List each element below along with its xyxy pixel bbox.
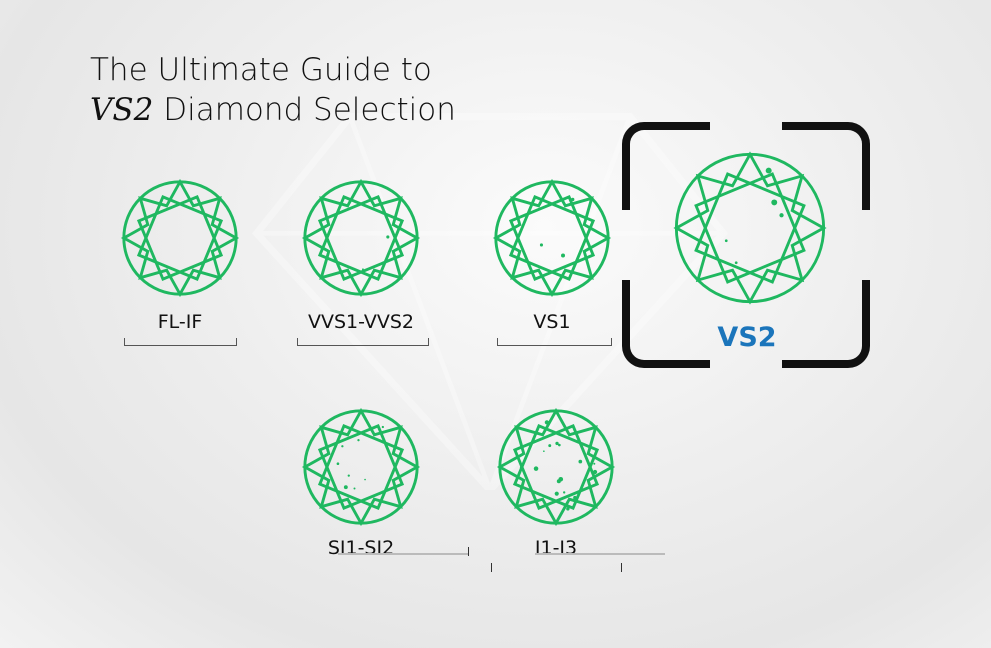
bracket (497, 338, 612, 346)
inclusion-dot (566, 507, 570, 511)
tick (491, 563, 492, 572)
bracket (297, 338, 429, 346)
inclusion-dot (539, 243, 543, 247)
tick (468, 547, 469, 556)
inclusion-dot (336, 462, 340, 466)
inclusion-dot (561, 253, 566, 258)
inclusion-dot (341, 445, 344, 448)
title-emphasis: VS2 (90, 92, 154, 128)
inclusion-dot (544, 420, 549, 425)
inclusion-dot (592, 469, 598, 475)
grade-label-vs1: VS1 (533, 311, 571, 333)
tick (621, 563, 622, 572)
grade-label-fl-if: FL-IF (157, 311, 203, 333)
inclusion-dot (548, 444, 552, 448)
diamond-icon-si (301, 407, 421, 527)
inclusion-dot (533, 466, 539, 471)
inclusion-dot (555, 441, 559, 446)
diamond-icon-fl-if (120, 178, 240, 298)
inclusion-dot (381, 425, 384, 429)
divider-line (535, 553, 665, 555)
inclusion-dot (353, 487, 356, 490)
inclusion-dot (386, 235, 390, 239)
inclusion-dot (343, 485, 348, 490)
inclusion-dot (571, 197, 575, 202)
background-diamond-image (252, 113, 728, 490)
grade-label-si: SI1-SI2 (327, 537, 395, 559)
page-title: The Ultimate Guide to VS2 Diamond Select… (90, 50, 456, 130)
inclusion-dot (361, 268, 364, 271)
inclusion-dot (558, 443, 561, 447)
inclusion-dot (734, 261, 738, 265)
inclusion-dot (519, 466, 524, 470)
title-line-1: The Ultimate Guide to (90, 52, 432, 88)
inclusion-dot (543, 450, 545, 453)
inclusion-dot (578, 459, 583, 464)
grade-label-vs2: VS2 (717, 322, 777, 353)
frame-corner (782, 122, 870, 210)
diamond-icon-vvs (301, 178, 421, 298)
grade-label-vvs: VVS1-VVS2 (307, 311, 415, 333)
frame-corner (622, 280, 710, 368)
frame-corner (622, 122, 710, 210)
inclusion-dot (573, 495, 577, 500)
inclusion-dot (556, 479, 561, 484)
title-line-2: Diamond Selection (153, 92, 456, 128)
diamond-icon-vs1 (492, 178, 612, 298)
inclusion-dot (554, 491, 559, 496)
inclusion-dot (364, 478, 366, 481)
inclusion-dot (771, 199, 778, 206)
inclusion-dot (724, 239, 728, 243)
inclusion-dot (586, 233, 589, 236)
bracket (124, 338, 237, 346)
inclusion-dot (765, 167, 772, 174)
inclusion-dot (357, 439, 360, 442)
diamond-icon-i (496, 407, 616, 527)
frame-corner (782, 280, 870, 368)
inclusion-dot (593, 462, 596, 465)
divider-line (338, 553, 468, 555)
inclusion-dot (562, 491, 566, 494)
grade-label-i: I1-I3 (534, 537, 578, 559)
inclusion-dot (347, 474, 350, 477)
inclusion-dot (779, 213, 784, 218)
